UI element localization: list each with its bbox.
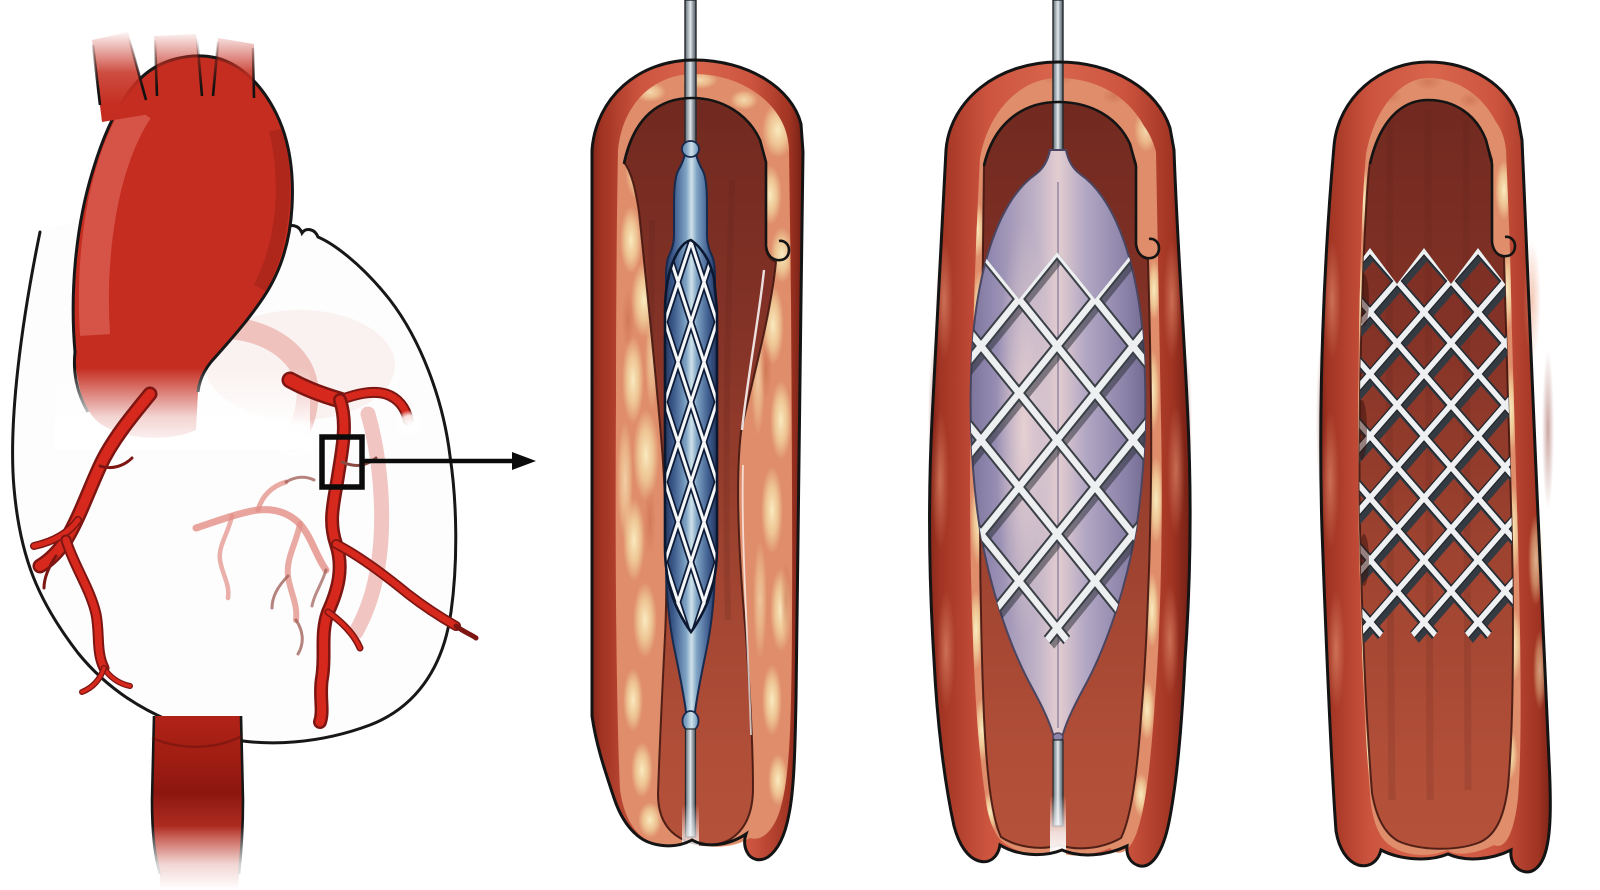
aorta-body [73,55,293,438]
plaque-highlight [740,269,766,431]
stent-mesh-expanded [970,252,1146,652]
magnifier-box [319,434,365,490]
balloon-collar-top [681,140,700,158]
vessel-panel-crimped-stent [590,0,805,872]
aortic-branches [91,32,256,122]
diagonal-branch-faded [348,406,390,640]
descending-aorta [145,715,250,890]
balloon-collar-bottom [681,710,700,732]
heart-edge-over-aorta [151,734,243,748]
guidewire [684,0,697,149]
guidewire [1052,0,1064,153]
deployed-stent-mesh [1359,248,1513,650]
faded-coronary-branches [192,475,330,656]
rim-inner-edge [982,100,1161,260]
rim-inner-edge [622,96,791,262]
heart-panel [11,32,536,890]
plaque-highlight [741,464,752,736]
vessel-panel-balloon-inflated [928,0,1192,868]
vessel-panel-stent-deployed [1316,60,1554,874]
aorta [55,32,310,450]
zoom-arrow [364,452,536,470]
right-coronary-artery [30,386,158,695]
left-coronary-artery [281,371,479,729]
crimped-stent-mesh [665,240,717,632]
rim-inner-edge [1368,98,1517,258]
aorta-fade [55,368,310,450]
heart-outline [11,224,458,745]
